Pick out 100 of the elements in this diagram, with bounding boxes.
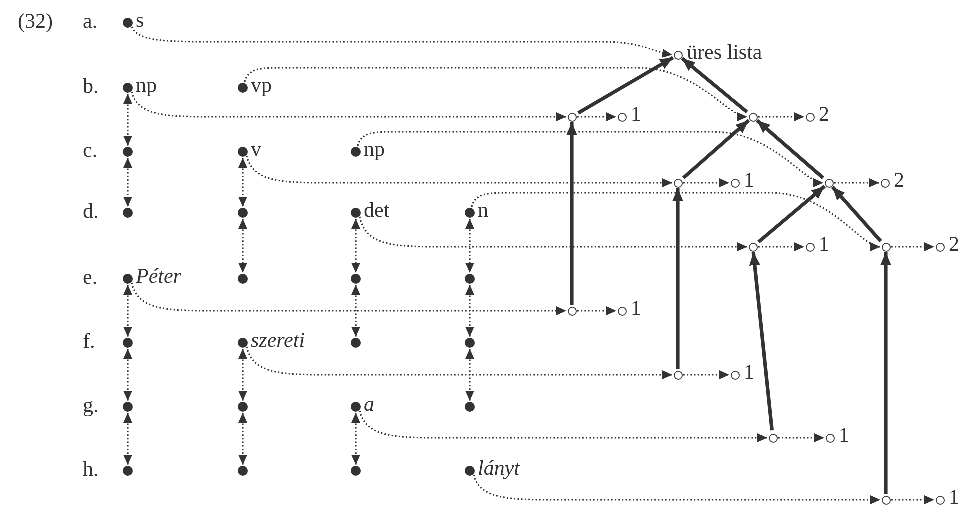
arrow: [672, 188, 684, 370]
list-label: 1: [631, 102, 642, 126]
open-dot: [568, 306, 576, 316]
open-dot: [674, 370, 682, 380]
list-label: 1: [744, 168, 754, 192]
arrow: [831, 186, 882, 243]
dot: [238, 402, 248, 412]
double-arrow: [238, 219, 248, 273]
dot: [238, 274, 248, 284]
dot: [465, 466, 475, 476]
dot: [123, 147, 133, 157]
arrow: [892, 242, 934, 252]
list-label: üres lista: [687, 40, 762, 64]
category-label: lányt: [478, 456, 520, 480]
double-arrow: [124, 285, 132, 337]
category-label: a: [364, 392, 374, 416]
row-label: a.: [83, 9, 98, 33]
double-arrow: [466, 349, 474, 401]
arrow: [758, 112, 804, 122]
dot: [123, 274, 133, 284]
category-label: szereti: [251, 328, 306, 352]
arrow: [681, 57, 748, 114]
double-arrow: [466, 285, 474, 337]
category-label: np: [136, 73, 157, 97]
list-label: 1: [949, 485, 960, 508]
dot: [465, 208, 475, 218]
category-label: s: [136, 8, 144, 32]
dot: [351, 274, 361, 284]
arrow: [892, 496, 934, 504]
row-label: c.: [83, 138, 98, 162]
dot: [123, 402, 133, 412]
open-dot: [882, 496, 890, 504]
open-dot: [674, 178, 682, 188]
open-dot: [936, 496, 944, 504]
open-dot: [618, 306, 626, 316]
open-dot: [748, 112, 758, 122]
open-dot: [882, 242, 890, 252]
arrow: [359, 410, 768, 442]
arrow: [131, 282, 566, 316]
arrow: [880, 252, 892, 494]
dot: [123, 466, 133, 476]
row-label: d.: [83, 199, 99, 223]
open-dot: [568, 112, 576, 122]
open-dot: [618, 112, 626, 122]
double-arrow: [352, 285, 360, 337]
row-label: h.: [83, 457, 99, 481]
open-dot: [806, 242, 814, 252]
row-label: f.: [83, 329, 96, 353]
category-label: det: [364, 198, 390, 222]
arrow: [244, 67, 748, 120]
dot: [238, 147, 248, 157]
arrow: [357, 131, 824, 186]
category-label: v: [251, 137, 262, 161]
row-label: b.: [83, 74, 99, 98]
double-arrow: [466, 219, 474, 273]
dot: [238, 466, 248, 476]
arrow: [834, 178, 880, 188]
arrow: [473, 474, 880, 504]
double-arrow: [352, 413, 360, 465]
arrow: [578, 306, 616, 316]
example-number: (32): [18, 9, 53, 33]
list-label: 1: [819, 232, 830, 256]
open-dot: [730, 178, 740, 188]
double-arrow: [352, 219, 360, 273]
double-arrow: [124, 349, 132, 401]
arrow: [758, 185, 826, 244]
arrow: [131, 26, 673, 58]
list-label: 1: [839, 423, 850, 447]
arrow: [246, 346, 672, 380]
arrow: [684, 370, 730, 380]
double-arrow: [124, 158, 132, 207]
dot: [238, 208, 248, 218]
open-dot: [806, 112, 814, 122]
open-dot: [730, 370, 740, 380]
dot: [123, 208, 133, 218]
dot: [351, 147, 361, 157]
list-label: 1: [631, 296, 642, 320]
category-label: n: [478, 198, 488, 222]
dot: [351, 402, 361, 412]
dot: [238, 83, 248, 93]
arrow: [131, 92, 566, 122]
dot: [123, 83, 133, 93]
open-dot: [936, 242, 944, 252]
double-arrow: [238, 158, 248, 207]
dot: [351, 338, 361, 348]
category-label: Péter: [136, 264, 182, 288]
open-dot: [674, 50, 682, 60]
open-dot: [880, 178, 890, 188]
dot: [465, 402, 475, 412]
category-label: np: [364, 137, 385, 161]
double-arrow: [124, 413, 132, 465]
dot: [465, 338, 475, 348]
arrow: [578, 56, 674, 115]
list-label: 1: [744, 360, 754, 384]
open-dot: [768, 434, 778, 442]
arrow: [359, 216, 748, 252]
arrow: [684, 178, 730, 188]
arrow: [578, 112, 616, 122]
arrow: [566, 122, 578, 306]
arrow: [682, 119, 750, 180]
